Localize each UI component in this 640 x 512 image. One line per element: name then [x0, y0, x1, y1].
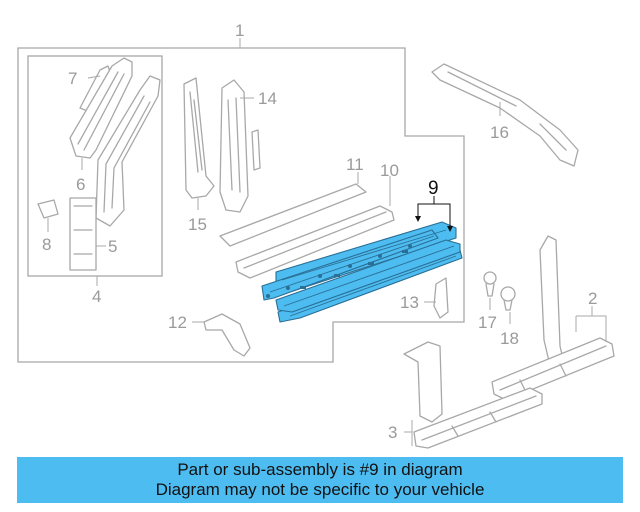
- label-1: 1: [235, 21, 244, 40]
- part-10: [235, 176, 395, 279]
- label-6: 6: [76, 175, 85, 194]
- assembly-1-outline: [17, 47, 465, 363]
- info-banner: Part or sub-assembly is #9 in diagram Di…: [17, 457, 623, 503]
- part-15: [183, 77, 215, 210]
- label-14: 14: [258, 89, 277, 108]
- label-13: 13: [400, 293, 419, 312]
- part-13: [424, 277, 449, 319]
- part-5: [69, 75, 161, 271]
- part-16: [431, 63, 579, 167]
- part-3: [403, 341, 543, 449]
- assembly-4-outline: [27, 55, 163, 277]
- label-11: 11: [346, 155, 364, 174]
- label-15: 15: [188, 215, 207, 234]
- banner-line-2: Diagram may not be specific to your vehi…: [155, 480, 485, 499]
- label-17: 17: [478, 313, 497, 332]
- part-8: [37, 199, 59, 232]
- label-7: 7: [68, 69, 77, 88]
- label-9: 9: [428, 178, 439, 199]
- part-6: [69, 57, 133, 170]
- label-12: 12: [168, 313, 187, 332]
- banner-line-1: Part or sub-assembly is #9 in diagram: [177, 460, 463, 479]
- label-5: 5: [108, 237, 117, 256]
- part-14: [219, 79, 261, 213]
- label-18: 18: [500, 329, 519, 348]
- label-16: 16: [490, 123, 509, 142]
- part-18: [500, 286, 516, 324]
- part-12: [192, 313, 251, 357]
- part-11: [219, 172, 367, 247]
- label-4: 4: [92, 287, 101, 306]
- part-2: [491, 235, 615, 401]
- label-2: 2: [588, 289, 597, 308]
- part-17: [483, 271, 497, 310]
- label-8: 8: [42, 235, 51, 254]
- part-9-highlighted: [261, 221, 463, 323]
- label-3: 3: [388, 423, 397, 442]
- label-10: 10: [380, 161, 399, 180]
